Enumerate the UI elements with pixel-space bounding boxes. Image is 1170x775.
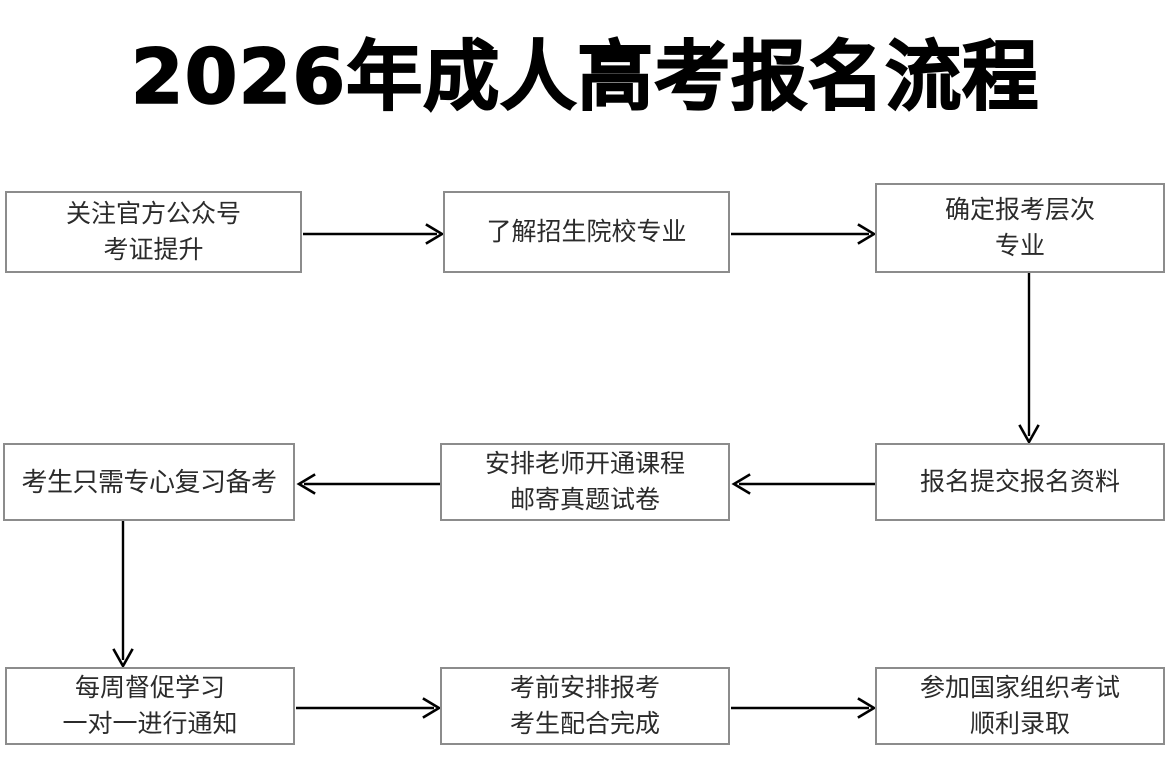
flow-node-submit-registration-materials: 报名提交报名资料 — [875, 443, 1165, 521]
flow-node-line: 考证提升 — [103, 236, 204, 264]
flow-node-take-national-exam: 参加国家组织考试 顺利录取 — [875, 667, 1165, 745]
flow-node-line: 顺利录取 — [969, 710, 1070, 738]
flow-node-follow-official-account: 关注官方公众号 考证提升 — [5, 191, 302, 273]
flow-node-focus-on-review: 考生只需专心复习备考 — [3, 443, 295, 521]
arrow-node6-to-node5 — [729, 468, 877, 500]
flow-node-line: 一对一进行通知 — [62, 710, 238, 738]
flow-node-line: 关注官方公众号 — [65, 200, 241, 228]
arrow-node8-to-node9 — [731, 692, 877, 724]
flow-node-line: 了解招生院校专业 — [486, 218, 687, 246]
flow-node-line: 邮寄真题试卷 — [509, 486, 660, 514]
flow-node-confirm-level-major: 确定报考层次 专业 — [875, 183, 1165, 273]
flow-node-line: 每周督促学习 — [74, 674, 225, 702]
flow-node-pre-exam-arrangement: 考前安排报考 考生配合完成 — [440, 667, 730, 745]
flow-node-line: 安排老师开通课程 — [484, 450, 685, 478]
arrow-node2-to-node3 — [731, 218, 877, 250]
arrow-node7-to-node8 — [296, 692, 442, 724]
arrow-node4-to-node7 — [104, 521, 142, 669]
flow-node-line: 参加国家组织考试 — [919, 674, 1120, 702]
flow-node-line: 考生只需专心复习备考 — [21, 467, 277, 497]
flow-node-line: 专业 — [994, 232, 1045, 260]
flow-node-line: 考生配合完成 — [509, 710, 660, 738]
flow-node-learn-schools-majors: 了解招生院校专业 — [443, 191, 730, 273]
flow-node-weekly-study-supervision: 每周督促学习 一对一进行通知 — [5, 667, 295, 745]
flow-node-line: 确定报考层次 — [944, 196, 1095, 224]
arrow-node1-to-node2 — [303, 218, 445, 250]
flow-node-line: 考前安排报考 — [509, 674, 660, 702]
page-title: 2026年成人高考报名流程 — [130, 32, 1040, 121]
arrow-node5-to-node4 — [294, 468, 442, 500]
flow-node-teacher-course-and-papers: 安排老师开通课程 邮寄真题试卷 — [440, 443, 730, 521]
arrow-node3-to-node6 — [1010, 273, 1048, 445]
flow-node-line: 报名提交报名资料 — [919, 468, 1120, 496]
